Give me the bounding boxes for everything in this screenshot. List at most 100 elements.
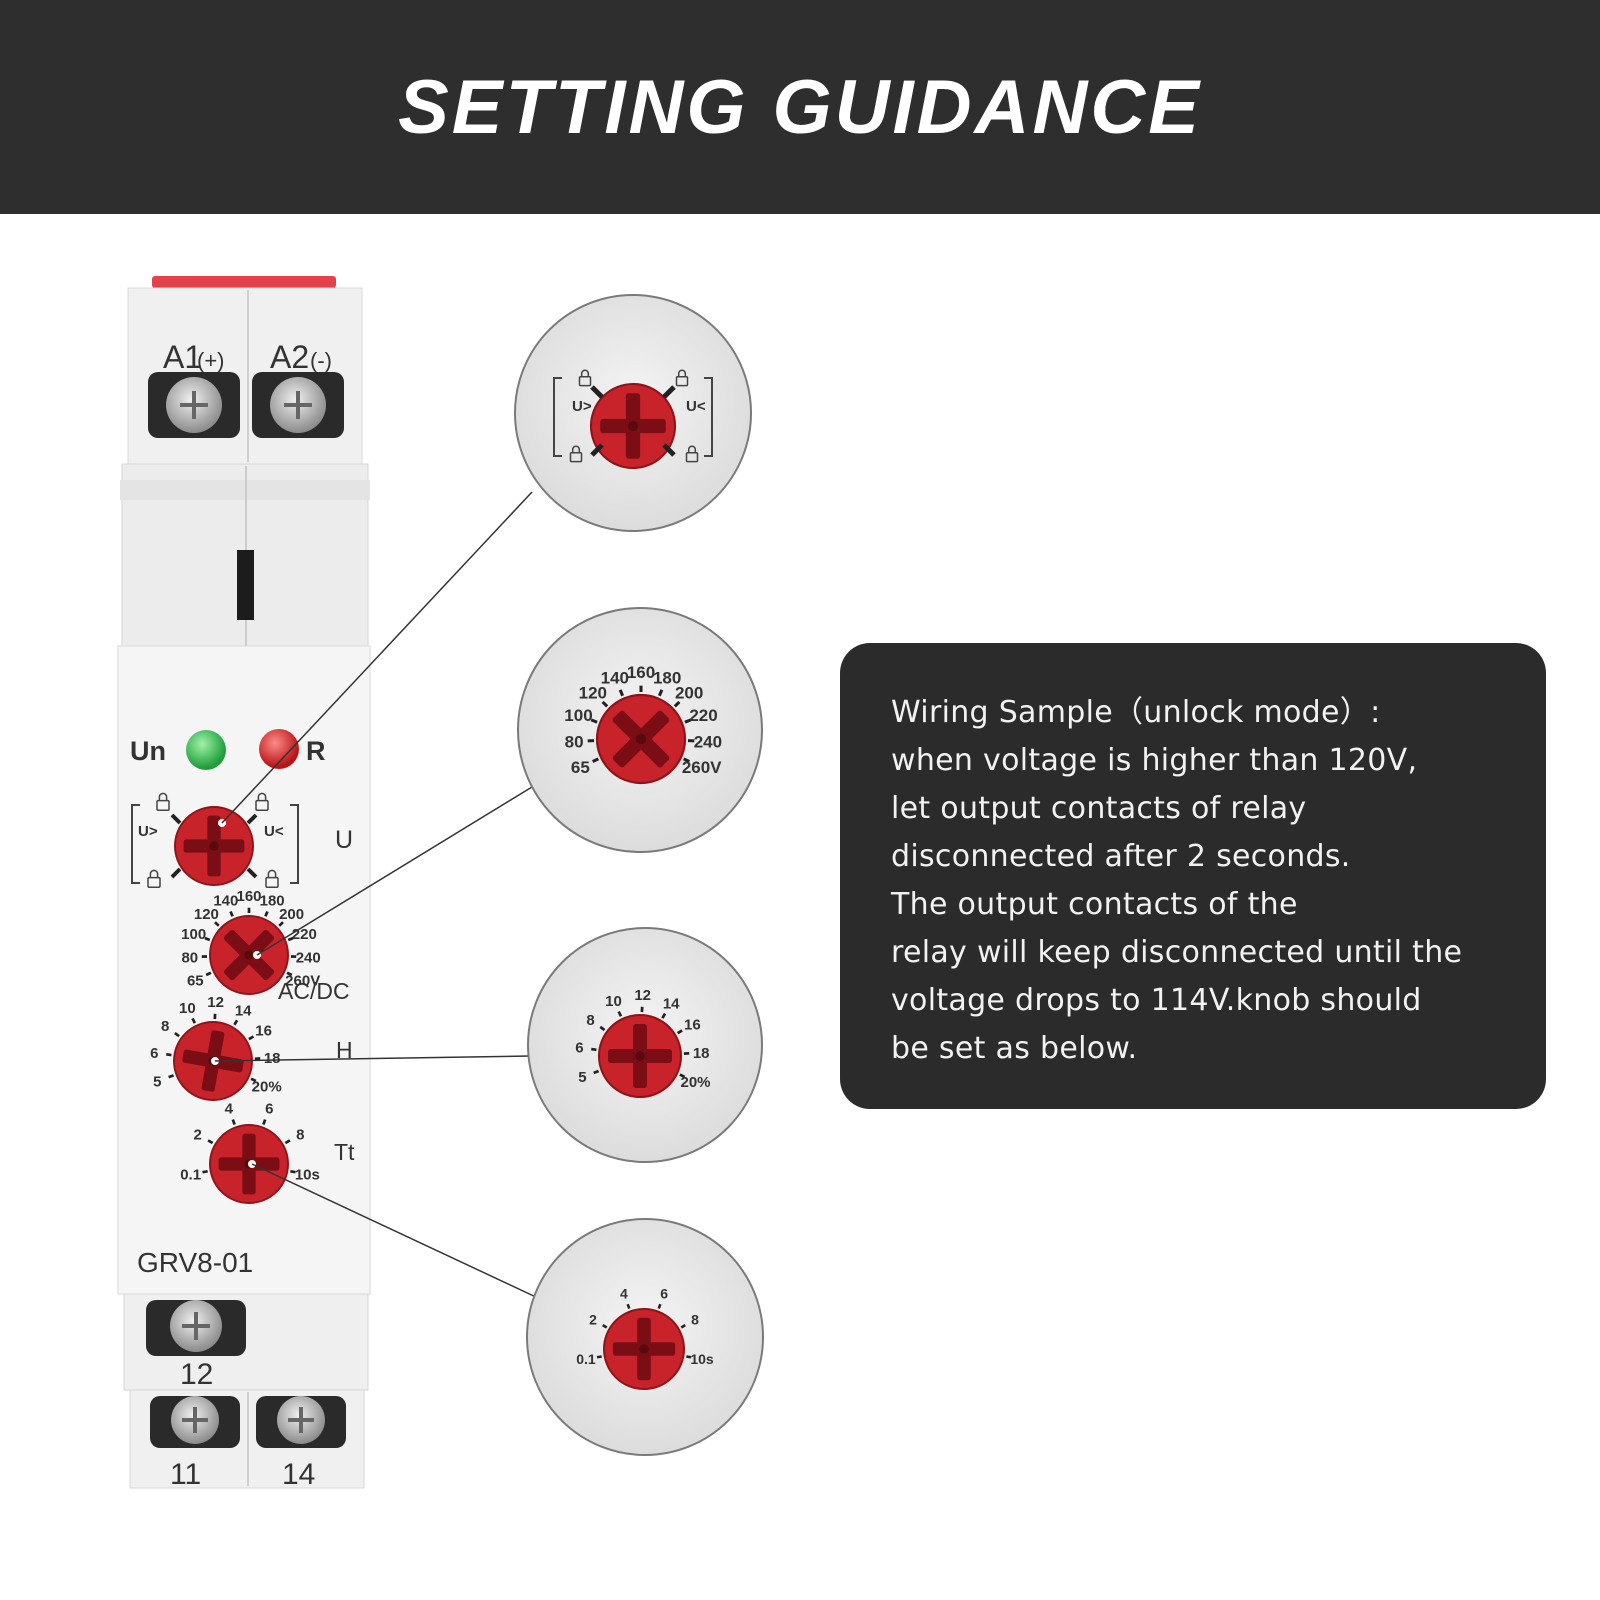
scale-tick [284,1139,291,1145]
scale-tick [214,921,220,927]
info-line: The output contacts of the [891,887,1298,922]
scale-label: 18 [264,1050,281,1067]
scale-tick [617,1011,623,1017]
scale-label: 20% [252,1078,282,1095]
scale-label: 10s [690,1351,714,1367]
scale-tick [264,910,269,917]
scale-label: 12 [207,994,224,1011]
scale-label: 12 [634,987,651,1004]
info-line: Wiring Sample（unlock mode）: [891,695,1381,730]
scale-tick [191,1017,197,1024]
scale-tick [278,921,284,927]
top-clip [152,276,336,288]
scale-label: 160 [627,663,655,682]
lock-icon [569,445,583,463]
scale-label: 2 [194,1127,202,1144]
scale-tick [205,971,212,977]
terminal-a1-label: A1 [163,339,202,375]
scale-tick [262,1119,267,1125]
scale-label: 100 [564,706,592,725]
leader-line-time [251,1163,539,1299]
scale-label: 240 [694,732,722,751]
scale-tick [286,971,293,977]
scale-tick [590,718,598,724]
lock-icon [156,792,170,811]
scale-tick [684,718,692,724]
side-label-mode: U [335,826,353,854]
scale-tick [599,1025,606,1032]
info-line: voltage drops to 114V.knob should [891,983,1422,1018]
info-line: let output contacts of relay [891,791,1307,826]
scale-tick [250,1077,257,1083]
scale-label: 4 [620,1286,628,1302]
led-r-icon [259,729,299,769]
scale-label: 160 [236,888,261,905]
scale-label: 4 [225,1101,234,1118]
scale-label: 200 [675,683,703,702]
lock-icon [255,792,269,811]
zoom-voltage-knob [595,693,687,785]
scale-label: 2 [589,1311,597,1327]
side-label-hysteresis: H [336,1037,353,1063]
leader-line-voltage [256,786,533,956]
page-title: SETTING GUIDANCE [398,65,1202,150]
leader-lines [214,491,539,1299]
scale-label: 65 [571,758,590,777]
scale-tick [592,757,600,763]
scale-tick [596,1355,602,1359]
mode-knob [174,806,254,886]
scale-label: 16 [684,1016,701,1033]
led-r-label: R [306,736,326,766]
side-label-voltage: AC/DC [278,978,350,1004]
lock-icon [147,869,161,888]
zoom-mode-knob [589,382,677,470]
scale-label: 8 [586,1012,594,1029]
scale-label: 8 [296,1127,304,1144]
scale-label: 14 [235,1002,252,1019]
scale-label: 20% [680,1074,710,1091]
scale-tick [626,1303,631,1310]
scale-label: 80 [565,732,584,751]
scale-label: 0.1 [180,1167,201,1184]
scale-tick [166,1052,172,1057]
scale-tick [676,1029,683,1035]
scale-label: 260V [285,972,320,989]
mode-under-label: U< [264,823,284,840]
scale-label: 6 [575,1040,583,1057]
terminal-a2-polarity: (-) [310,348,332,373]
scale-tick [174,1031,180,1038]
scale-tick [661,1012,667,1019]
info-line: relay will keep disconnected until the [891,935,1463,970]
scale-label: 240 [296,949,321,966]
led-un-label: Un [130,736,166,766]
scale-tick [679,1073,686,1079]
scale-label: 14 [663,996,680,1013]
scale-label: 140 [213,893,238,910]
lock-icon [685,445,699,463]
scale-label: 5 [578,1069,586,1086]
terminal-14-label: 14 [282,1458,315,1491]
scale-tick [204,936,211,942]
scale-tick [287,936,294,942]
lock-icon [578,369,592,387]
zoom-mode-over-label: U> [572,398,592,415]
scale-tick [680,1324,686,1329]
terminal-12-label: 12 [180,1358,213,1391]
relay-device: A1 (+) A2 (-) Un R U> U< U AC/DC H Tt 65… [117,276,371,1491]
scale-label: 260V [682,758,722,777]
scale-tick [231,1119,236,1125]
scale-label: 180 [260,893,285,910]
scale-label: 200 [279,906,304,923]
zoom-mode: U>U< [514,294,752,532]
info-panel: Wiring Sample（unlock mode）: when voltage… [840,643,1546,1109]
zoom-hysteresis-knob [597,1013,683,1099]
scale-label: 6 [265,1101,273,1118]
scale-tick [686,1355,692,1359]
scale-label: 120 [194,906,219,923]
led-un-icon [186,730,226,770]
